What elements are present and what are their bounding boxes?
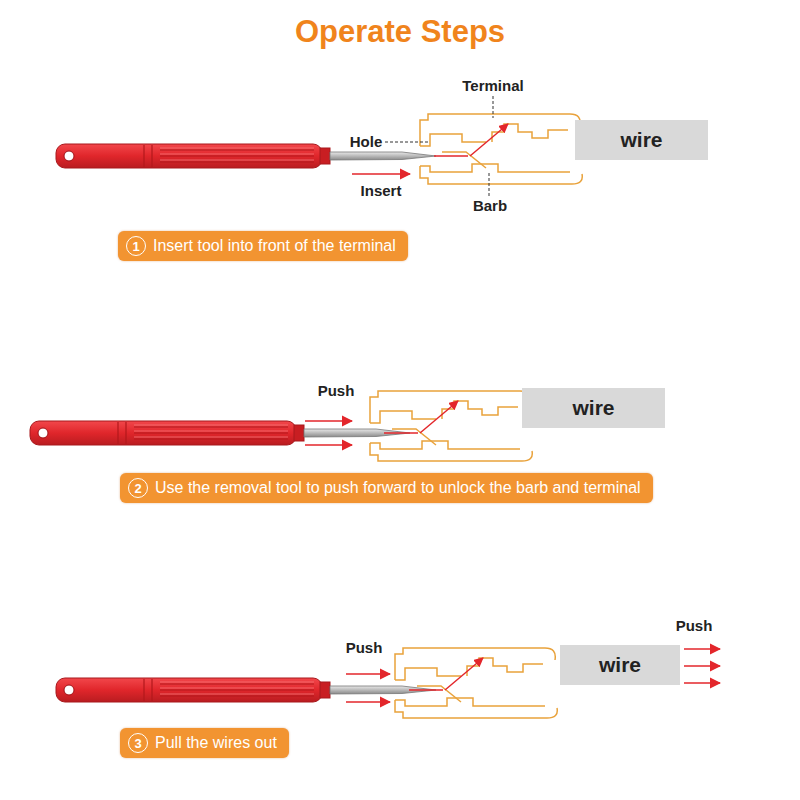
step-bar: 3 Pull the wires out: [120, 728, 289, 758]
step-text: Pull the wires out: [155, 734, 277, 752]
step-number: 2: [128, 478, 148, 498]
push-arrow: [305, 444, 352, 446]
part-label: Terminal: [460, 78, 525, 95]
insert-arrow: [352, 173, 410, 175]
step-bar: 2 Use the removal tool to push forward to…: [120, 473, 653, 503]
push-arrow: [346, 701, 390, 703]
leader-line: [489, 172, 490, 196]
wire-label: wire: [572, 396, 614, 420]
wire-label: wire: [599, 653, 641, 677]
step-bar: 1 Insert tool into front of the terminal: [118, 231, 408, 261]
wire-box: wire: [522, 388, 665, 428]
terminal-housing: [420, 114, 582, 184]
part-label: Push: [316, 383, 357, 400]
part-label: Insert: [359, 183, 404, 200]
part-label: Push: [344, 640, 385, 657]
terminal-housing: [370, 391, 532, 461]
terminal-housing: [395, 648, 557, 718]
step-number: 3: [128, 733, 148, 753]
pull-arrow: [684, 665, 720, 667]
pull-arrow: [684, 648, 720, 650]
part-label: Push: [674, 618, 715, 635]
part-label: Hole: [348, 134, 385, 151]
push-arrow: [305, 420, 352, 422]
part-label: Barb: [471, 198, 509, 215]
title: Operate Steps: [295, 14, 505, 50]
wire-label: wire: [620, 128, 662, 152]
removal-tool: [30, 421, 410, 445]
leader-line: [493, 96, 494, 118]
leader-line: [385, 142, 428, 143]
step-number: 1: [126, 236, 146, 256]
wire-box: wire: [575, 120, 708, 160]
step-text: Use the removal tool to push forward to …: [155, 479, 641, 497]
wire-box: wire: [560, 645, 680, 685]
step-text: Insert tool into front of the terminal: [153, 237, 396, 255]
pull-arrow: [684, 682, 720, 684]
removal-tool: [56, 678, 436, 702]
push-arrow: [346, 673, 390, 675]
